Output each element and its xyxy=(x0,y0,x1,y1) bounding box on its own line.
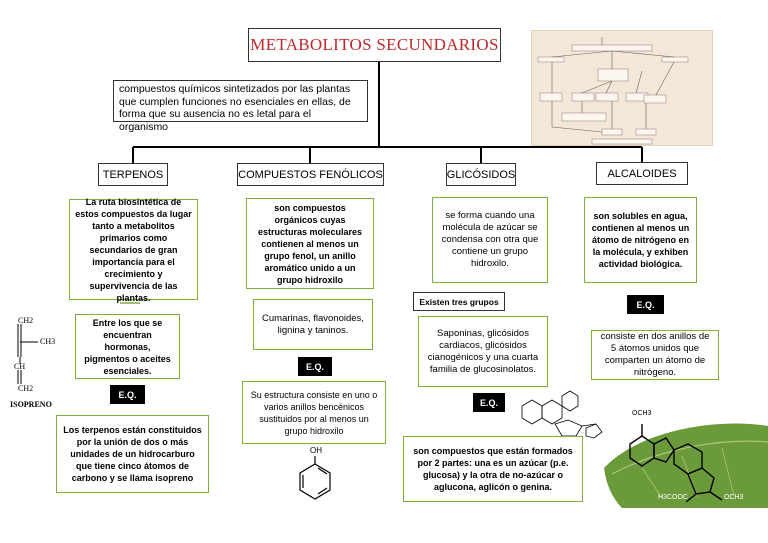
alcaloides-description: son solubles en agua, contienen al menos… xyxy=(584,197,697,283)
pathway-diagram-image xyxy=(531,30,713,146)
pathway-diagram-icon xyxy=(537,37,689,145)
leaf-alkaloid-icon xyxy=(604,423,768,508)
glicosidos-groups-label: Existen tres grupos xyxy=(413,292,505,311)
terpenos-description: La ruta biosintética de estos compuestos… xyxy=(69,197,198,303)
fenolicos-structure: Su estructura consiste en uno o varios a… xyxy=(242,381,386,444)
isoprene-ch2-bottom: CH2 xyxy=(18,384,34,393)
alkaloid-och3-b-label: OCH3 xyxy=(724,494,744,501)
fenolicos-eq-badge: E.Q. xyxy=(298,357,332,376)
definition-box: compuestos químicos sintetizados por las… xyxy=(113,80,368,133)
isoprene-ch: CH xyxy=(14,362,26,371)
category-glicosidos: GLICÓSIDOS xyxy=(446,163,516,186)
category-terpenos: TERPENOS xyxy=(98,163,168,186)
glicosidos-groups: Saponinas, glicósidos cardiacos, glicósi… xyxy=(418,316,548,387)
fenolicos-examples: Cumarinas, flavonoides, lignina y tanino… xyxy=(253,299,373,350)
alcaloides-structure: consiste en dos anillos de 5 átomos unid… xyxy=(591,330,719,380)
glycoside-structure xyxy=(510,388,605,440)
phenol-molecule-icon xyxy=(299,456,331,500)
isoprene-ch2-top: CH2 xyxy=(18,316,34,325)
phenol-structure: OH xyxy=(290,446,340,503)
glicosidos-eq-badge: E.Q. xyxy=(473,393,505,412)
alkaloid-leaf-image: OCH3 H3COOC OCH3 xyxy=(602,408,768,508)
category-fenolicos: COMPUESTOS FENÓLICOS xyxy=(237,163,384,186)
isoprene-structure: CH2 CH3 CH CH2 ISOPRENO xyxy=(8,312,68,412)
glicosidos-structure: son compuestos que están formados por 2 … xyxy=(403,436,583,502)
glycoside-molecule-icon xyxy=(521,390,603,439)
alkaloid-h3cooc-label: H3COOC xyxy=(658,494,688,501)
alkaloid-och3-label: OCH3 xyxy=(632,410,652,417)
alcaloides-eq-badge: E.Q. xyxy=(627,295,664,314)
category-alcaloides: ALCALOIDES xyxy=(596,162,688,185)
glicosidos-description: se forma cuando una molécula de azúcar s… xyxy=(432,197,548,283)
page-title: METABOLITOS SECUNDARIOS xyxy=(248,28,501,62)
isoprene-label: ISOPRENO xyxy=(10,400,52,409)
isoprene-ch3: CH3 xyxy=(40,337,56,346)
isoprene-molecule-icon xyxy=(17,324,38,384)
terpenos-includes: Entre los que se encuentran hormonas, pi… xyxy=(75,314,180,379)
terpenos-structure: Los terpenos están constituidos por la u… xyxy=(56,415,209,493)
fenolicos-description: son compuestos orgánicos cuyas estructur… xyxy=(246,198,374,289)
terpenos-eq-badge: E.Q. xyxy=(110,385,145,404)
phenol-oh-label: OH xyxy=(310,446,322,455)
